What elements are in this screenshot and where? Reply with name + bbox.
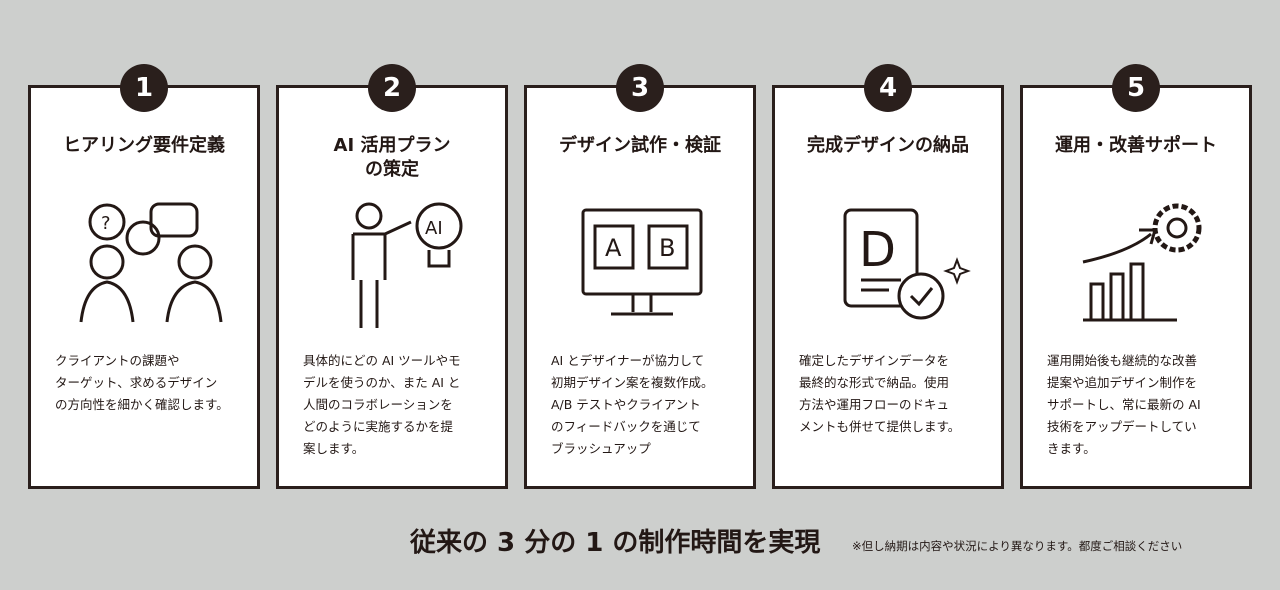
- footer-headline: 従来の 3 分の 1 の制作時間を実現: [410, 528, 821, 558]
- step-number: 5: [1112, 64, 1160, 112]
- step-title: 完成デザインの納品: [807, 135, 969, 156]
- svg-text:?: ?: [101, 213, 111, 234]
- footer-note: ※但し納期は内容や状況により異なります。都度ご相談ください: [852, 539, 1183, 553]
- consultation-icon: ?: [79, 202, 223, 323]
- ab-test-monitor-icon: A B: [581, 208, 703, 316]
- step-title: AI 活用プラン の策定: [333, 135, 451, 180]
- step-card-2: 2 AI 活用プラン の策定 AI 具体的にどの AI ツールやモ デルを使うの…: [276, 64, 508, 489]
- step-card-5: 5 運用・改善サポート 運用開始後も継続的な改善 提案や追加デザイン制作を サポ…: [1020, 64, 1252, 489]
- step-title: ヒアリング要件定義: [63, 135, 225, 156]
- step-title: デザイン試作・検証: [559, 135, 721, 156]
- step-description: AI とデザイナーが協力して 初期デザイン案を複数作成。 A/B テストやクライ…: [551, 353, 714, 456]
- step-description: 確定したデザインデータを 最終的な形式で納品。使用 方法や運用フローのドキュ メ…: [799, 353, 961, 434]
- step-number: 4: [864, 64, 912, 112]
- step-description: クライアントの課題や ターゲット、求めるデザイン の方向性を細かく確認します。: [55, 353, 229, 412]
- step-card-3: 3 デザイン試作・検証 A B AI とデザイナーが協力して 初期デザイン案を複…: [524, 64, 756, 489]
- step-card-4: 4 完成デザインの納品 D 確定したデザインデータを 最終的な形式で納品。使用 …: [772, 64, 1004, 489]
- step-number: 3: [616, 64, 664, 112]
- ai-lightbulb-icon: AI: [351, 202, 463, 328]
- step-description: 具体的にどの AI ツールやモ デルを使うのか、また AI と 人間のコラボレー…: [303, 353, 461, 456]
- step-title: 運用・改善サポート: [1055, 135, 1217, 156]
- step-number: 1: [120, 64, 168, 112]
- svg-text:AI: AI: [425, 218, 443, 239]
- document-check-icon: D: [843, 208, 971, 320]
- svg-text:A: A: [605, 234, 622, 262]
- growth-gear-icon: [1082, 203, 1202, 322]
- step-number: 2: [368, 64, 416, 112]
- svg-text:B: B: [659, 234, 675, 262]
- step-description: 運用開始後も継続的な改善 提案や追加デザイン制作を サポートし、常に最新の AI…: [1047, 353, 1201, 456]
- step-card-1: 1 ヒアリング要件定義 ? クライアントの課題や ターゲット、求めるデザイン の…: [28, 64, 260, 489]
- svg-text:D: D: [859, 222, 896, 278]
